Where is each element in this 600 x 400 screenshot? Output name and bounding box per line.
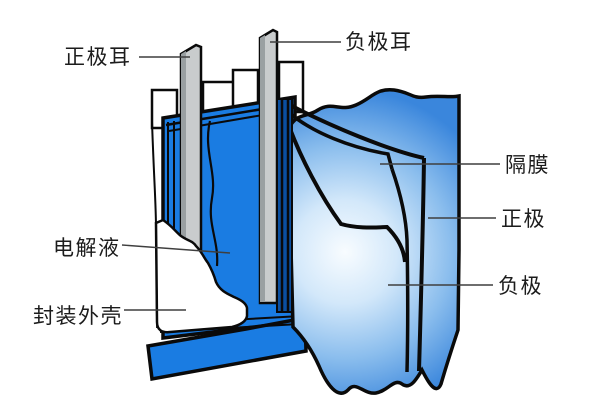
label-anode: 负极 — [498, 274, 543, 298]
label-cathode: 正极 — [501, 207, 546, 231]
anode-sheet — [286, 88, 461, 395]
peeled-sheets — [284, 88, 461, 395]
label-positive-tab: 正极耳 — [64, 45, 132, 69]
separator-sheet-top-edge — [285, 109, 394, 170]
callout-shell: 封装外壳 — [33, 304, 186, 328]
cathode-sheet-top-edge — [287, 102, 425, 160]
label-shell: 封装外壳 — [33, 304, 123, 328]
label-separator: 隔膜 — [505, 153, 550, 177]
callout-positive-tab: 正极耳 — [64, 45, 190, 69]
stack-right-edge — [276, 98, 293, 313]
separator-sheet-right-edge — [390, 168, 410, 373]
callout-separator: 隔膜 — [380, 153, 550, 177]
stack-edge-band — [276, 98, 293, 313]
callout-electrolyte: 电解液 — [53, 236, 231, 260]
leader-line-electrolyte — [121, 244, 231, 254]
label-electrolyte: 电解液 — [53, 236, 121, 260]
callout-cathode: 正极 — [428, 207, 546, 231]
anode-sheet-peel-edge — [284, 117, 407, 263]
electrolyte-window — [154, 218, 249, 334]
negative-tab-edge-shade — [260, 35, 265, 302]
film-wrinkle-line — [206, 120, 219, 267]
callout-anode: 负极 — [388, 274, 543, 298]
label-negative-tab: 负极耳 — [345, 30, 413, 54]
pouch-film-left-edge — [151, 121, 157, 229]
cathode-sheet-right-edge — [417, 157, 426, 372]
callout-negative-tab: 负极耳 — [270, 30, 413, 54]
shell-torn-edge — [155, 223, 158, 329]
